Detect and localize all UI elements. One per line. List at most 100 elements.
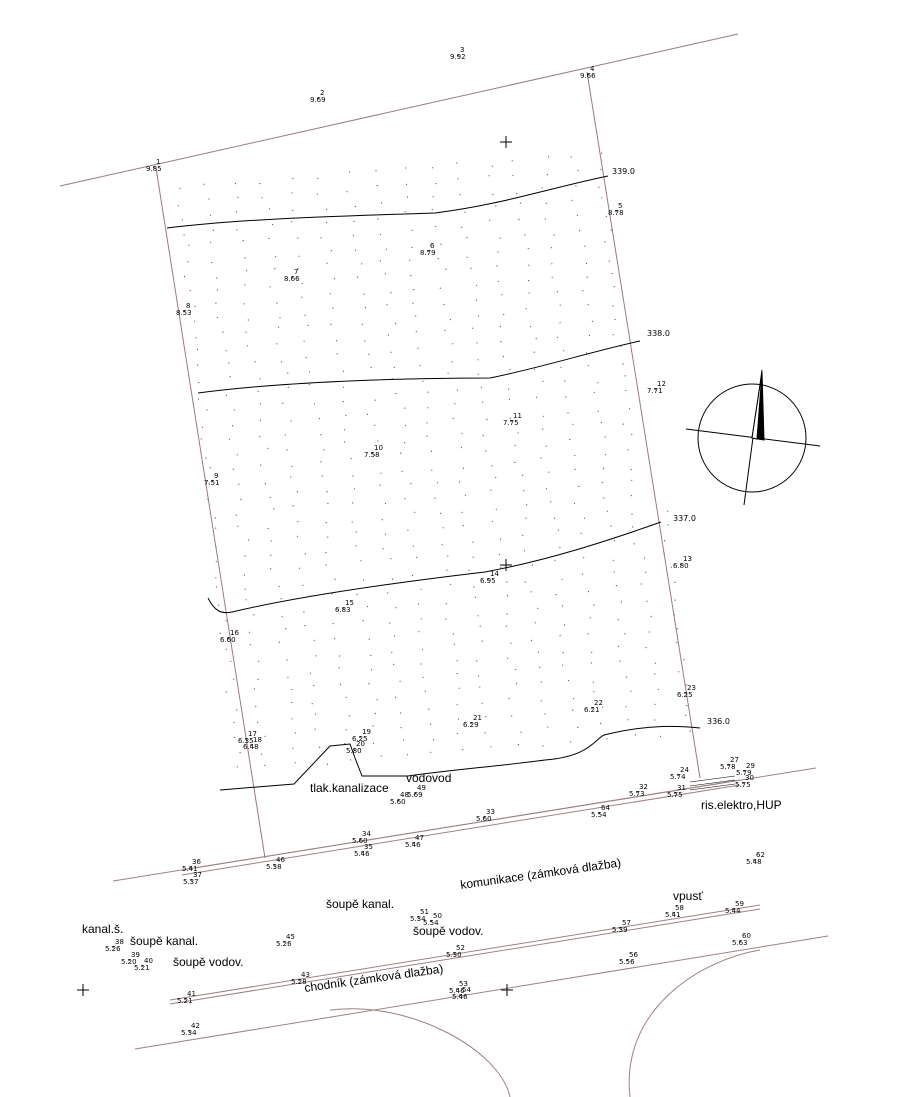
survey-point-7: 78.66 [284, 268, 300, 283]
spot-dot [318, 418, 320, 420]
point-number: 2 [320, 89, 324, 97]
spot-dot [420, 618, 422, 620]
spot-dot [553, 517, 556, 519]
spot-dot [230, 660, 232, 662]
spot-dot [350, 759, 352, 761]
spot-dot [243, 574, 245, 576]
spot-dot [600, 722, 602, 725]
spot-dot [464, 494, 466, 496]
spot-dot [622, 363, 624, 365]
annotation-vpust: vpusť [673, 889, 703, 903]
spot-dot [559, 322, 561, 324]
spot-dot [229, 376, 231, 378]
contour-339 [166, 175, 609, 229]
spot-dot [601, 481, 603, 484]
spot-dot [292, 505, 294, 507]
survey-point-52: 525.30 [446, 944, 465, 959]
point-marker [227, 637, 229, 639]
spot-dot [593, 691, 595, 693]
spot-dot [292, 209, 294, 211]
spot-dot [349, 171, 351, 173]
point-elevation: 5.79 [736, 769, 752, 777]
spot-dot [364, 306, 366, 309]
spot-dot [405, 167, 407, 169]
spot-dot [404, 211, 406, 213]
spot-dot [610, 525, 612, 527]
spot-dot [352, 475, 354, 477]
spot-dot [381, 519, 383, 521]
spot-dot [286, 449, 288, 451]
survey-point-35: 355.46 [354, 843, 373, 858]
spot-dot [345, 414, 347, 416]
spot-dot [576, 214, 579, 216]
spot-dot [282, 402, 284, 404]
spot-dot [321, 475, 323, 477]
spot-dot [240, 498, 242, 501]
spot-dot [257, 678, 259, 681]
spot-dot [501, 294, 503, 296]
spot-dot [613, 540, 616, 542]
spot-dot [243, 303, 245, 305]
spot-dot [476, 342, 478, 344]
survey-point-27: 275.78 [720, 756, 739, 771]
spot-dot [625, 389, 627, 392]
point-number: 62 [756, 851, 765, 859]
spot-dot [413, 289, 415, 291]
spot-dot [206, 409, 208, 411]
spot-dot [187, 261, 189, 263]
spot-dot [600, 168, 602, 170]
survey-point-17: 176.35 [238, 730, 257, 745]
spot-dot [491, 520, 493, 522]
spot-dot [527, 247, 529, 250]
spot-dot [284, 434, 286, 436]
spot-dot [197, 398, 199, 400]
spot-dot [478, 675, 480, 677]
spot-dot [431, 209, 433, 211]
survey-point-58: 585.41 [665, 904, 684, 919]
road-edges [112, 767, 829, 1050]
spot-dot [209, 214, 212, 216]
spot-dot [634, 734, 637, 736]
spot-dot [518, 218, 520, 221]
spot-dot [472, 541, 474, 543]
spot-dot [380, 472, 382, 474]
spot-dot [405, 183, 408, 185]
spot-dot [443, 304, 445, 306]
survey-point-14: 146.95 [480, 570, 499, 585]
spot-dot [264, 764, 266, 767]
spot-dot [496, 265, 498, 267]
spot-dot [343, 370, 345, 372]
spot-dot [215, 546, 217, 549]
point-marker [273, 864, 275, 866]
spot-dot [630, 495, 633, 497]
point-marker [727, 764, 729, 766]
spot-dot [339, 655, 341, 657]
contour-label-337: 337.0 [673, 514, 696, 523]
point-marker [298, 979, 300, 981]
spot-dot [225, 691, 227, 693]
spot-dot [446, 569, 448, 571]
survey-point-20: 205.80 [346, 740, 365, 755]
spot-dot [393, 366, 395, 369]
spot-dot [234, 736, 236, 739]
point-marker [141, 965, 143, 967]
point-number: 12 [657, 380, 666, 388]
spot-dot [287, 386, 289, 388]
spot-dot [645, 571, 647, 573]
spot-dot [612, 559, 614, 561]
spot-dot [631, 513, 633, 515]
spot-dot [332, 623, 334, 625]
point-number: 34 [362, 830, 371, 838]
spot-dot [601, 152, 603, 154]
road-edge-5 [169, 908, 761, 1005]
point-elevation: 5.46 [449, 987, 465, 995]
spot-dot [274, 268, 276, 270]
spot-dot [259, 403, 262, 405]
spot-dot [387, 592, 389, 594]
survey-point-15: 156.83 [335, 599, 354, 614]
spot-dot [417, 347, 419, 349]
spot-dot [659, 735, 662, 738]
spot-dot [589, 617, 591, 619]
spot-dot [236, 211, 238, 213]
spot-dot [317, 177, 319, 180]
